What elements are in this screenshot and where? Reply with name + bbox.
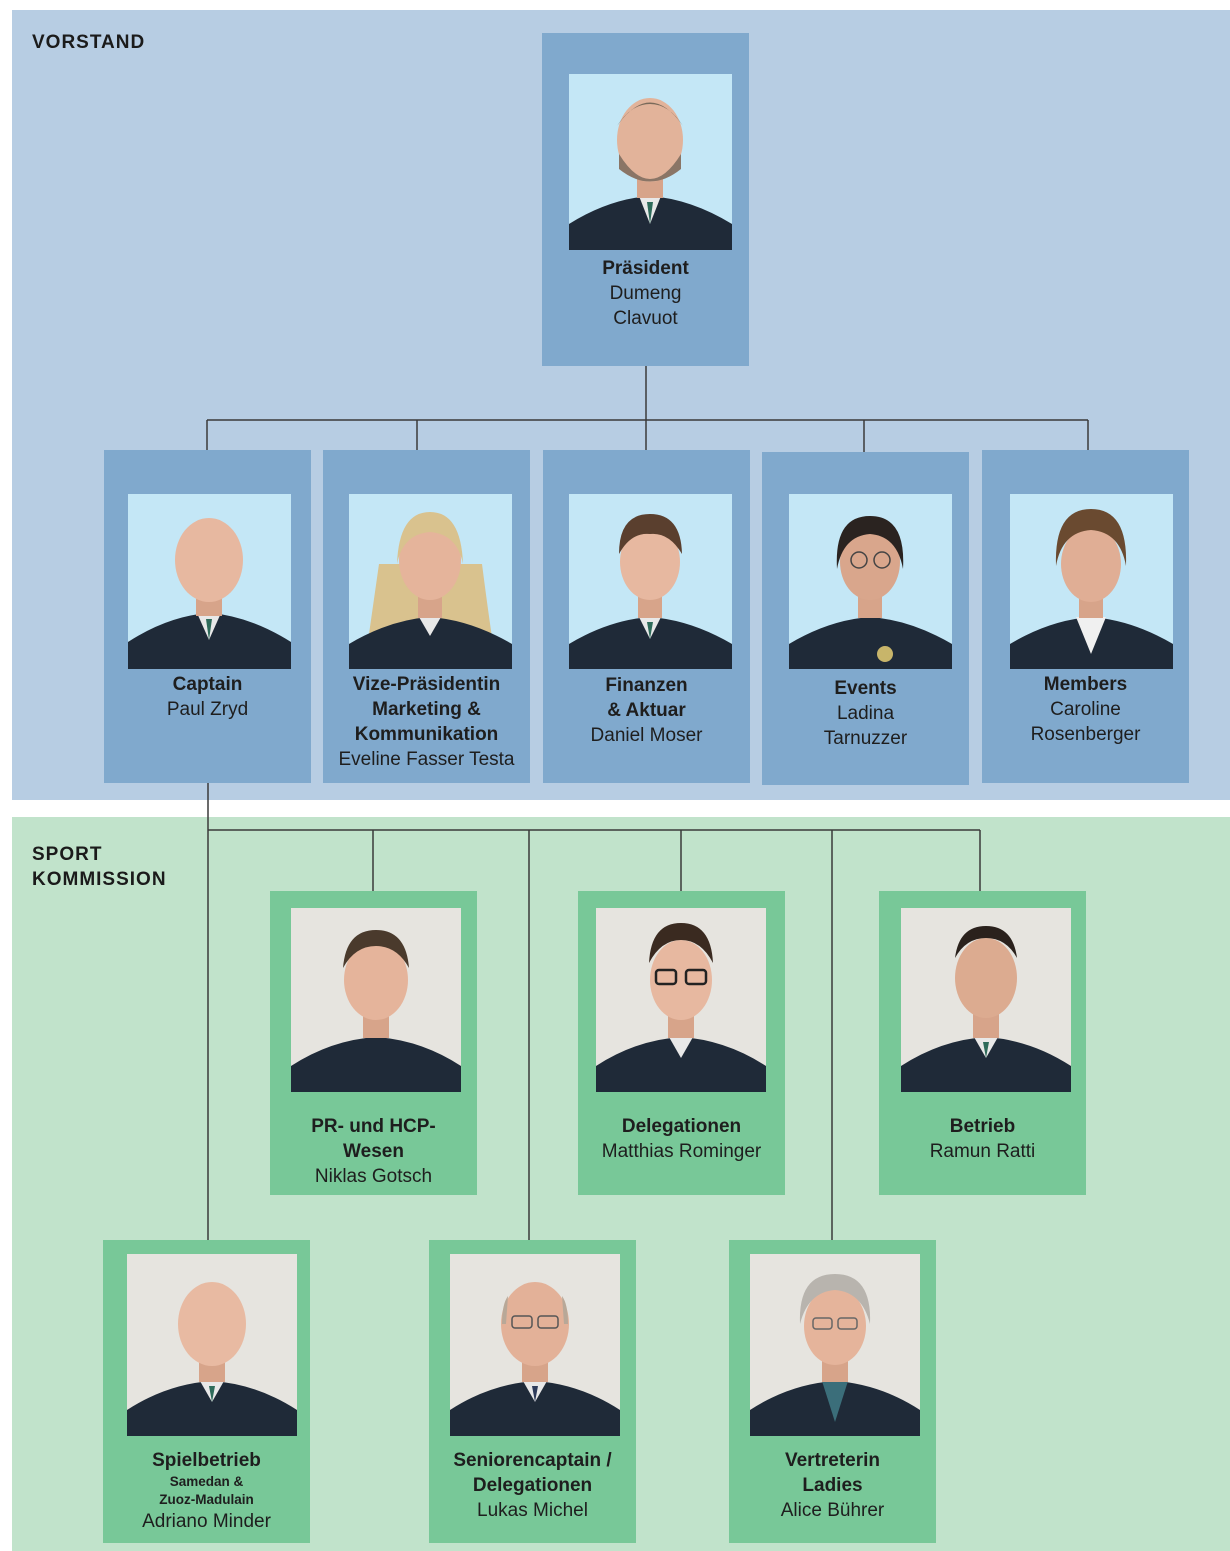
sport-name: Niklas Gotsch bbox=[314, 1166, 433, 1187]
captain-photo bbox=[128, 494, 291, 669]
sport-name: Matthias Rominger bbox=[601, 1141, 762, 1162]
vertreterin-ladies-photo bbox=[750, 1254, 920, 1436]
pr-hcp-card: PR- und HCP- Wesen Niklas Gotsch bbox=[270, 891, 477, 1195]
president-photo bbox=[569, 74, 732, 250]
vorstand-role: Events bbox=[834, 678, 897, 699]
seniorencaptain-photo bbox=[450, 1254, 620, 1436]
sport-name: Adriano Minder bbox=[142, 1511, 271, 1532]
spielbetrieb-card: Spielbetrieb Samedan & Zuoz-Madulain Adr… bbox=[103, 1240, 310, 1543]
delegationen-photo bbox=[596, 908, 766, 1092]
betrieb-photo bbox=[901, 908, 1071, 1092]
vorstand-role: Captain bbox=[172, 674, 243, 695]
spielbetrieb-photo bbox=[127, 1254, 297, 1436]
sport-role: PR- und HCP- Wesen bbox=[311, 1116, 436, 1162]
sport-name: Ramun Ratti bbox=[929, 1141, 1036, 1162]
sport-role: Spielbetrieb bbox=[152, 1450, 261, 1471]
betrieb-card: Betrieb Ramun Ratti bbox=[879, 891, 1086, 1195]
delegationen-card: Delegationen Matthias Rominger bbox=[578, 891, 785, 1195]
vorstand-role: Vize-Präsidentin Marketing & Kommunikati… bbox=[352, 674, 501, 745]
sport-subrole: Samedan & Zuoz-Madulain bbox=[159, 1474, 254, 1507]
captain-card: Captain Paul Zryd bbox=[104, 450, 311, 783]
president-name: Dumeng Clavuot bbox=[609, 283, 682, 329]
president-card: Präsident Dumeng Clavuot bbox=[542, 33, 749, 366]
vorstand-role: Members bbox=[1043, 674, 1128, 695]
vorstand-role: Finanzen & Aktuar bbox=[605, 675, 688, 721]
sport-name: Lukas Michel bbox=[477, 1500, 588, 1521]
seniorencaptain-card: Seniorencaptain / Delegationen Lukas Mic… bbox=[429, 1240, 636, 1543]
events-photo bbox=[789, 494, 952, 669]
members-photo bbox=[1010, 494, 1173, 669]
finanzen-photo bbox=[569, 494, 732, 669]
president-role: Präsident bbox=[602, 258, 689, 279]
vertreterin-ladies-card: Vertreterin Ladies Alice Bührer bbox=[729, 1240, 936, 1543]
vorstand-label: VORSTAND bbox=[32, 32, 146, 53]
events-card: Events Ladina Tarnuzzer bbox=[762, 452, 969, 785]
vize-praesidentin-photo bbox=[349, 494, 512, 669]
vize-praesidentin-card: Vize-Präsidentin Marketing & Kommunikati… bbox=[323, 450, 530, 783]
vorstand-name: Eveline Fasser Testa bbox=[338, 749, 515, 770]
sport-name: Alice Bührer bbox=[780, 1500, 885, 1521]
sport-role: Delegationen bbox=[621, 1116, 742, 1137]
finanzen-card: Finanzen & Aktuar Daniel Moser bbox=[543, 450, 750, 783]
sport-kommission-label: SPORT KOMMISSION bbox=[32, 844, 167, 890]
sport-role: Betrieb bbox=[949, 1116, 1016, 1137]
vorstand-name: Ladina Tarnuzzer bbox=[823, 703, 908, 749]
vorstand-name: Daniel Moser bbox=[590, 725, 703, 746]
sport-role: Seniorencaptain / Delegationen bbox=[453, 1450, 612, 1496]
pr-hcp-photo bbox=[291, 908, 461, 1092]
members-card: Members Caroline Rosenberger bbox=[982, 450, 1189, 783]
vorstand-name: Caroline Rosenberger bbox=[1030, 699, 1141, 745]
sport-role: Vertreterin Ladies bbox=[784, 1450, 881, 1496]
vorstand-name: Paul Zryd bbox=[166, 699, 249, 720]
